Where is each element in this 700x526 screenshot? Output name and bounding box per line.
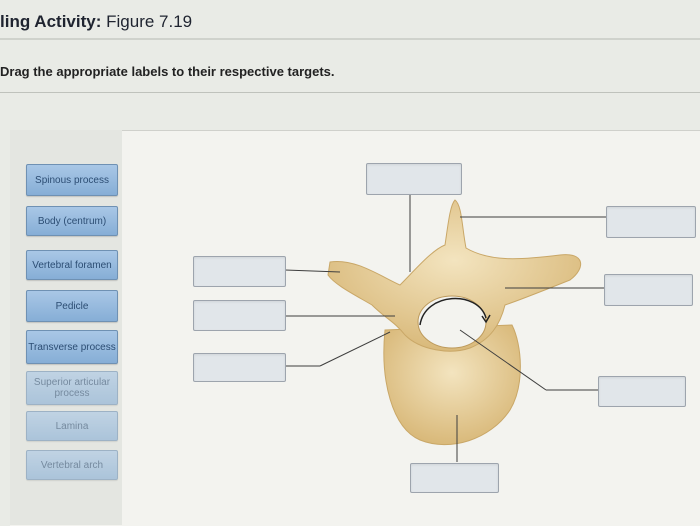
page-title: ling Activity: Figure 7.19 bbox=[0, 12, 192, 32]
drop-target-left-1[interactable] bbox=[193, 256, 286, 287]
activity-panel bbox=[10, 130, 700, 526]
foramen-arrow bbox=[419, 297, 487, 326]
drop-target-right-upper[interactable] bbox=[606, 206, 696, 238]
label-lamina[interactable]: Lamina bbox=[26, 411, 118, 441]
drop-target-right-middle[interactable] bbox=[604, 274, 693, 306]
label-vertebral-foramen[interactable]: Vertebral foramen bbox=[26, 250, 118, 280]
drop-target-right-lower[interactable] bbox=[598, 376, 686, 407]
leader-lines bbox=[284, 193, 606, 462]
drop-target-left-2[interactable] bbox=[193, 300, 286, 331]
vertebral-arch-shape bbox=[327, 199, 581, 352]
label-spinous-process[interactable]: Spinous process bbox=[26, 164, 118, 196]
label-vertebral-arch[interactable]: Vertebral arch bbox=[26, 450, 118, 480]
instructions-divider bbox=[0, 92, 700, 93]
vertebral-body bbox=[383, 324, 521, 446]
instructions: Drag the appropriate labels to their res… bbox=[0, 64, 335, 79]
drop-target-left-3[interactable] bbox=[193, 353, 286, 382]
label-superior-articular-process[interactable]: Superior articular process bbox=[26, 371, 118, 405]
label-pedicle[interactable]: Pedicle bbox=[26, 290, 118, 322]
figure-title: Figure 7.19 bbox=[106, 12, 193, 31]
activity-title: ling Activity: bbox=[0, 12, 102, 31]
title-divider bbox=[0, 38, 700, 40]
label-body-centrum[interactable]: Body (centrum) bbox=[26, 206, 118, 236]
label-transverse-process[interactable]: Transverse process bbox=[26, 330, 118, 364]
drop-target-top[interactable] bbox=[366, 163, 462, 195]
drop-target-bottom[interactable] bbox=[410, 463, 499, 493]
